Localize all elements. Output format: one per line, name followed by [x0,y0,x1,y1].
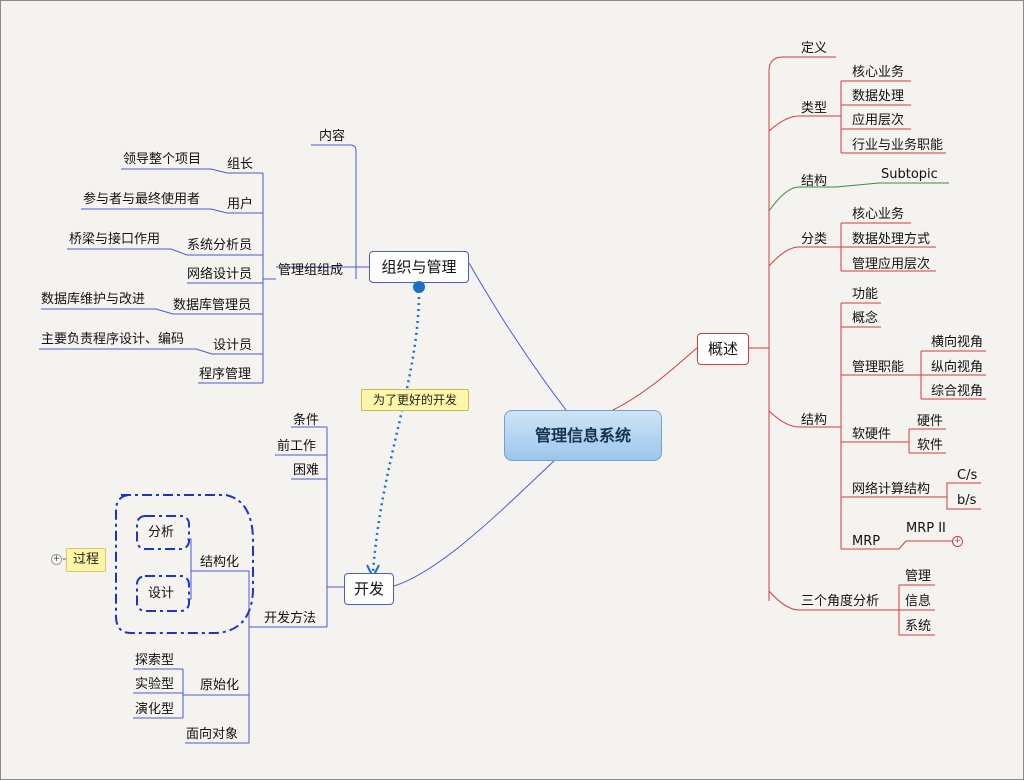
node-dev-item[interactable]: 前工作 [277,439,317,454]
node-definition[interactable]: 定义 [801,41,828,56]
node-prototype-child[interactable]: 实验型 [135,677,175,692]
node-mrp[interactable]: MRP [852,534,881,549]
node-classify-child[interactable]: 核心业务 [852,207,905,222]
central-topic[interactable]: 管理信息系统 [504,410,662,461]
node-role[interactable]: 用户 [227,197,254,212]
node-overview[interactable]: 概述 [697,333,749,365]
node-role[interactable]: 网络设计员 [187,267,253,282]
node-object-oriented[interactable]: 面向对象 [186,727,239,742]
node-role-desc[interactable]: 主要负责程序设计、编码 [41,332,185,347]
node-design[interactable]: 设计 [148,586,175,601]
node-structured[interactable]: 结构化 [200,555,240,570]
node-angle[interactable]: 系统 [905,619,932,634]
node-type[interactable]: 类型 [801,101,828,116]
node-role[interactable]: 设计员 [213,338,253,353]
node-role[interactable]: 数据库管理员 [173,298,252,313]
node-process[interactable]: 过程 [66,548,106,572]
node-role[interactable]: 程序管理 [199,367,252,382]
node-subtopic[interactable]: Subtopic [881,167,938,182]
node-development[interactable]: 开发 [344,573,394,605]
node-role[interactable]: 系统分析员 [187,238,253,253]
node-structure[interactable]: 结构 [801,413,828,428]
node-classify[interactable]: 分类 [801,232,828,247]
node-type-child[interactable]: 应用层次 [852,113,905,128]
node-type-child[interactable]: 核心业务 [852,65,905,80]
expand-icon[interactable]: + [51,554,62,565]
node-angle[interactable]: 管理 [905,569,932,584]
node-mgmt-function[interactable]: 管理职能 [852,360,905,375]
node-bs[interactable]: b/s [957,493,977,508]
node-prototype-child[interactable]: 演化型 [135,702,175,717]
node-org-management[interactable]: 组织与管理 [369,251,469,283]
node-view[interactable]: 纵向视角 [931,360,984,375]
node-type-child[interactable]: 行业与业务职能 [852,138,944,153]
node-concept[interactable]: 概念 [852,311,879,326]
node-classify-child[interactable]: 管理应用层次 [852,257,931,272]
node-role-desc[interactable]: 领导整个项目 [123,152,202,167]
node-hw-sw[interactable]: 软硬件 [852,427,892,442]
node-function[interactable]: 功能 [852,287,879,302]
node-dev-item[interactable]: 困难 [293,463,320,478]
node-type-child[interactable]: 数据处理 [852,89,905,104]
expand-icon[interactable]: + [952,536,963,547]
node-dev-item[interactable]: 条件 [293,413,320,428]
node-prototype-child[interactable]: 探索型 [135,653,175,668]
node-group-composition[interactable]: 管理组组成 [278,263,344,278]
node-analysis[interactable]: 分析 [148,525,175,540]
node-software[interactable]: 软件 [917,438,944,453]
node-structure[interactable]: 结构 [801,174,828,189]
node-classify-child[interactable]: 数据处理方式 [852,232,931,247]
node-prototype[interactable]: 原始化 [200,678,240,693]
relation-anchor-dot[interactable] [413,281,425,293]
node-role[interactable]: 组长 [227,157,254,172]
node-view[interactable]: 综合视角 [931,384,984,399]
node-cs[interactable]: C/s [957,468,978,483]
relation-label[interactable]: 为了更好的开发 [361,389,469,411]
node-dev-method[interactable]: 开发方法 [264,611,317,626]
node-view[interactable]: 横向视角 [931,335,984,350]
node-role-desc[interactable]: 数据库维护与改进 [41,292,146,307]
node-three-angles[interactable]: 三个角度分析 [801,594,880,609]
node-content[interactable]: 内容 [319,129,346,144]
node-network-structure[interactable]: 网络计算结构 [852,482,931,497]
node-angle[interactable]: 信息 [905,594,932,609]
node-role-desc[interactable]: 桥梁与接口作用 [69,232,161,247]
node-mrp2[interactable]: MRP II [906,521,946,536]
node-role-desc[interactable]: 参与者与最终使用者 [83,192,201,207]
node-hardware[interactable]: 硬件 [917,414,944,429]
